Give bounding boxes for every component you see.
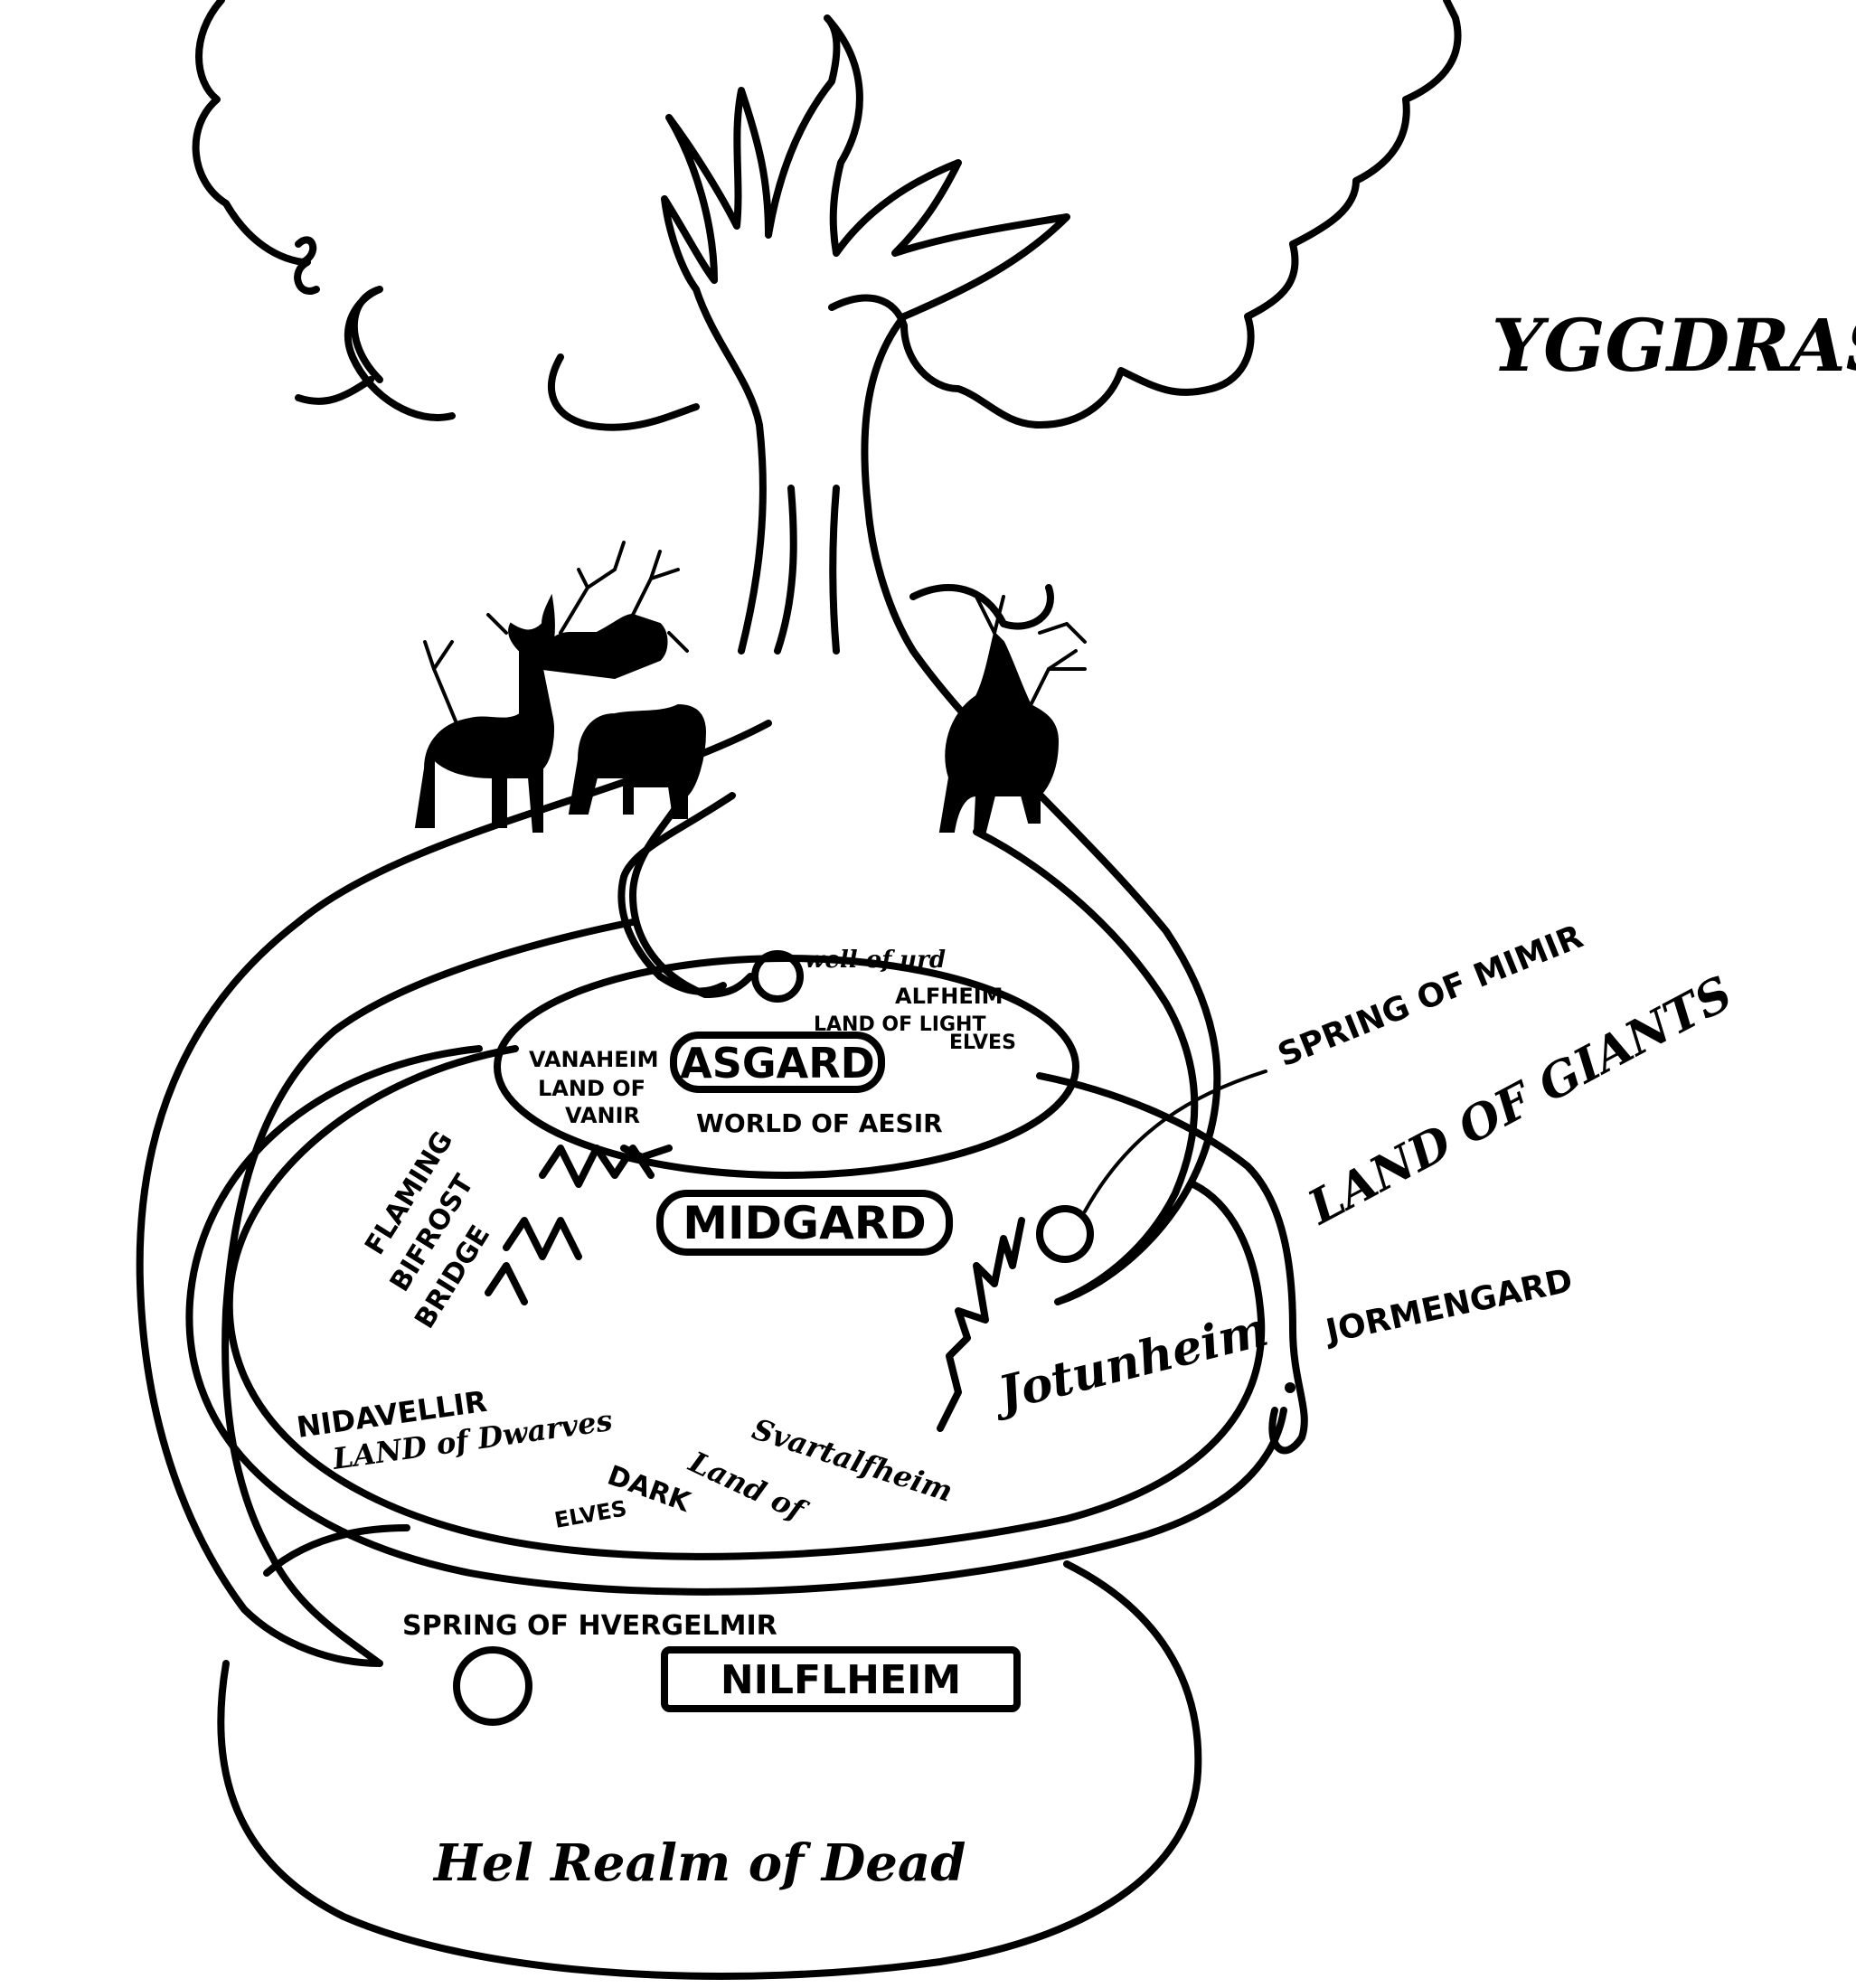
niflheim-label: NILFLHEIM [721,1657,961,1703]
spring-of-mimir [1036,1205,1094,1263]
alfheim-line3: ELVES [949,1032,1016,1054]
root-center-curl [629,801,754,998]
well-of-urd [751,950,804,1003]
deer-group-left [414,541,707,833]
hel-label: Hel Realm of Dead [432,1833,966,1893]
niflheim-frame [661,1646,1021,1712]
canopy-left-curl [294,259,320,295]
midgard-label: MIDGARD [683,1197,927,1249]
midgard-outer-ring [185,1045,1287,1596]
canopy-outline [192,0,1462,431]
tree-trunk-inner [774,485,840,655]
title-label: YGGDRASIL [1492,303,1856,388]
asgard-subtitle: WORLD OF AESIR [696,1108,943,1138]
vanaheim-line3: VANIR [565,1103,640,1128]
alfheim-line2: LAND OF LIGHT [814,1013,985,1036]
jormungand-serpent [1036,1072,1308,1455]
jormungand-eye [1285,1382,1295,1393]
jotunheim-mountains [937,1217,1025,1432]
well-label: well of urd [805,947,946,974]
jormungand-annotation: JORMENGARD [1320,1262,1576,1351]
tree-trunk [661,14,1070,655]
niflheim-region [217,1560,1202,1980]
vanaheim-label: VANAHEIM [529,1047,658,1072]
canopy-right-inner [909,584,1054,630]
mimir-annotation: SPRING OF MIMIR [1273,919,1588,1075]
root-right [909,647,1221,1305]
bifrost-bridge-zigzag [485,1145,673,1305]
asgard-frame [670,1032,885,1093]
niflheim-top [263,1524,410,1577]
vanaheim-line2: LAND OF [538,1076,645,1101]
spring-of-hvergelmir [453,1646,532,1726]
midgard-frame [656,1190,953,1256]
root-left-outer [136,720,772,1667]
midgard-region [225,1045,1266,1560]
dark-elves-line2: ELVES [552,1495,628,1533]
asgard-label: ASGARD [680,1039,875,1088]
alfheim-label: ALFHEIM [895,984,1003,1009]
jotunheim-label: Jotunheim [985,1302,1274,1424]
mimir-pointer [1083,1069,1267,1213]
hvergelmir-label: SPRING OF HVERGELMIR [402,1610,777,1642]
